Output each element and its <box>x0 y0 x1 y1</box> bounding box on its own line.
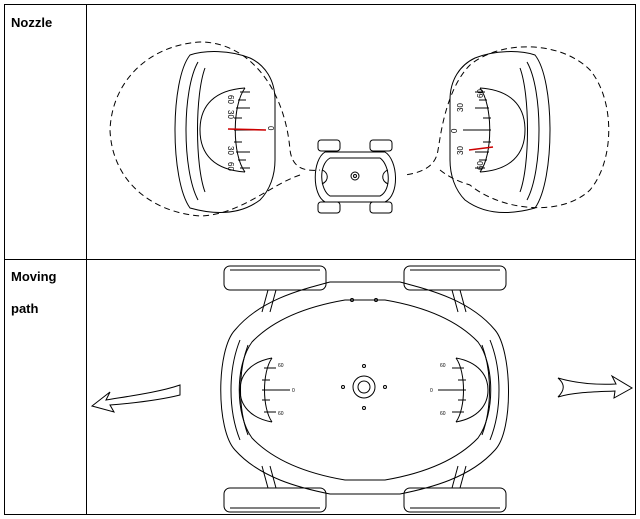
moving-path-diagram <box>90 265 633 513</box>
row-label-moving: Moving <box>11 269 57 284</box>
left-path-gauge <box>239 357 273 423</box>
path-right-tick-1: 60 <box>440 363 446 369</box>
dashed-spray-outline <box>109 41 610 217</box>
row-label-path: path <box>11 301 39 316</box>
center-hub-inner <box>357 380 371 394</box>
row-label-nozzle: Nozzle <box>11 15 53 30</box>
left-gauge-arc <box>199 87 246 173</box>
center-hub-outer <box>352 375 376 399</box>
right-gauge-arc <box>479 87 526 173</box>
wheel-bottom-left <box>223 487 327 513</box>
left-gauge-needle <box>227 128 267 131</box>
left-nozzle-body <box>174 51 276 213</box>
left-tick-1: 60 <box>226 95 235 104</box>
right-nozzle-body <box>449 51 551 213</box>
right-gauge-needle <box>468 146 494 151</box>
left-tick-2: 30 <box>226 110 235 119</box>
left-tick-5: 60 <box>226 162 235 171</box>
left-tick-4: 30 <box>226 146 235 155</box>
nozzle-diagram <box>109 41 610 217</box>
right-tick-1: 60 <box>476 89 485 98</box>
right-tick-3: 0 <box>450 128 459 133</box>
robot-body-inner <box>238 299 492 481</box>
wheel-bottom-right <box>403 487 507 513</box>
right-path-gauge <box>455 357 489 423</box>
row-divider <box>4 259 636 260</box>
path-right-tick-3: 60 <box>440 411 446 417</box>
arrow-right <box>557 374 633 399</box>
small-robot <box>314 139 396 214</box>
path-right-tick-2: 0 <box>430 388 433 394</box>
path-left-tick-1: 60 <box>278 363 284 369</box>
wheel-top-right <box>403 265 507 291</box>
right-tick-2: 30 <box>456 103 465 112</box>
robot-body-outer <box>220 281 509 495</box>
arrow-left <box>90 384 181 413</box>
left-tick-3: 0 <box>266 126 275 131</box>
right-tick-5: 60 <box>476 161 485 170</box>
wheel-top-left <box>223 265 327 291</box>
path-left-tick-2: 0 <box>292 388 295 394</box>
path-left-tick-3: 60 <box>278 411 284 417</box>
right-tick-4: 30 <box>456 146 465 155</box>
column-divider <box>86 4 87 515</box>
